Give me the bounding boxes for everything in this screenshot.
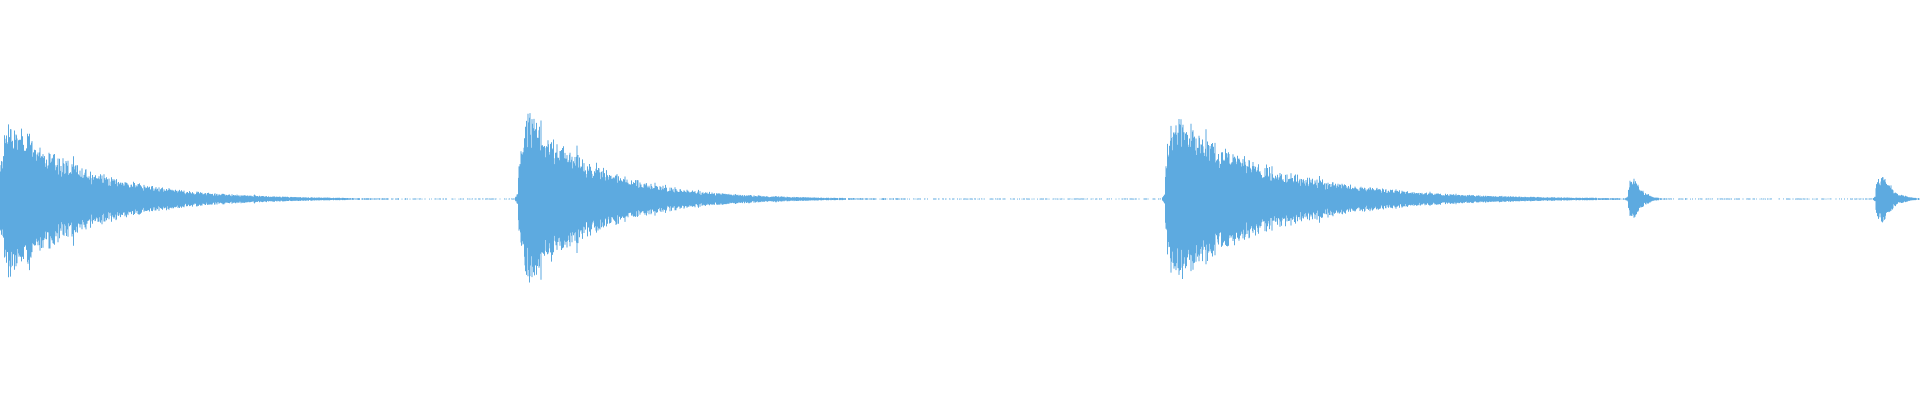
- waveform-trace: [0, 113, 1920, 283]
- waveform-samples: [0, 113, 1920, 283]
